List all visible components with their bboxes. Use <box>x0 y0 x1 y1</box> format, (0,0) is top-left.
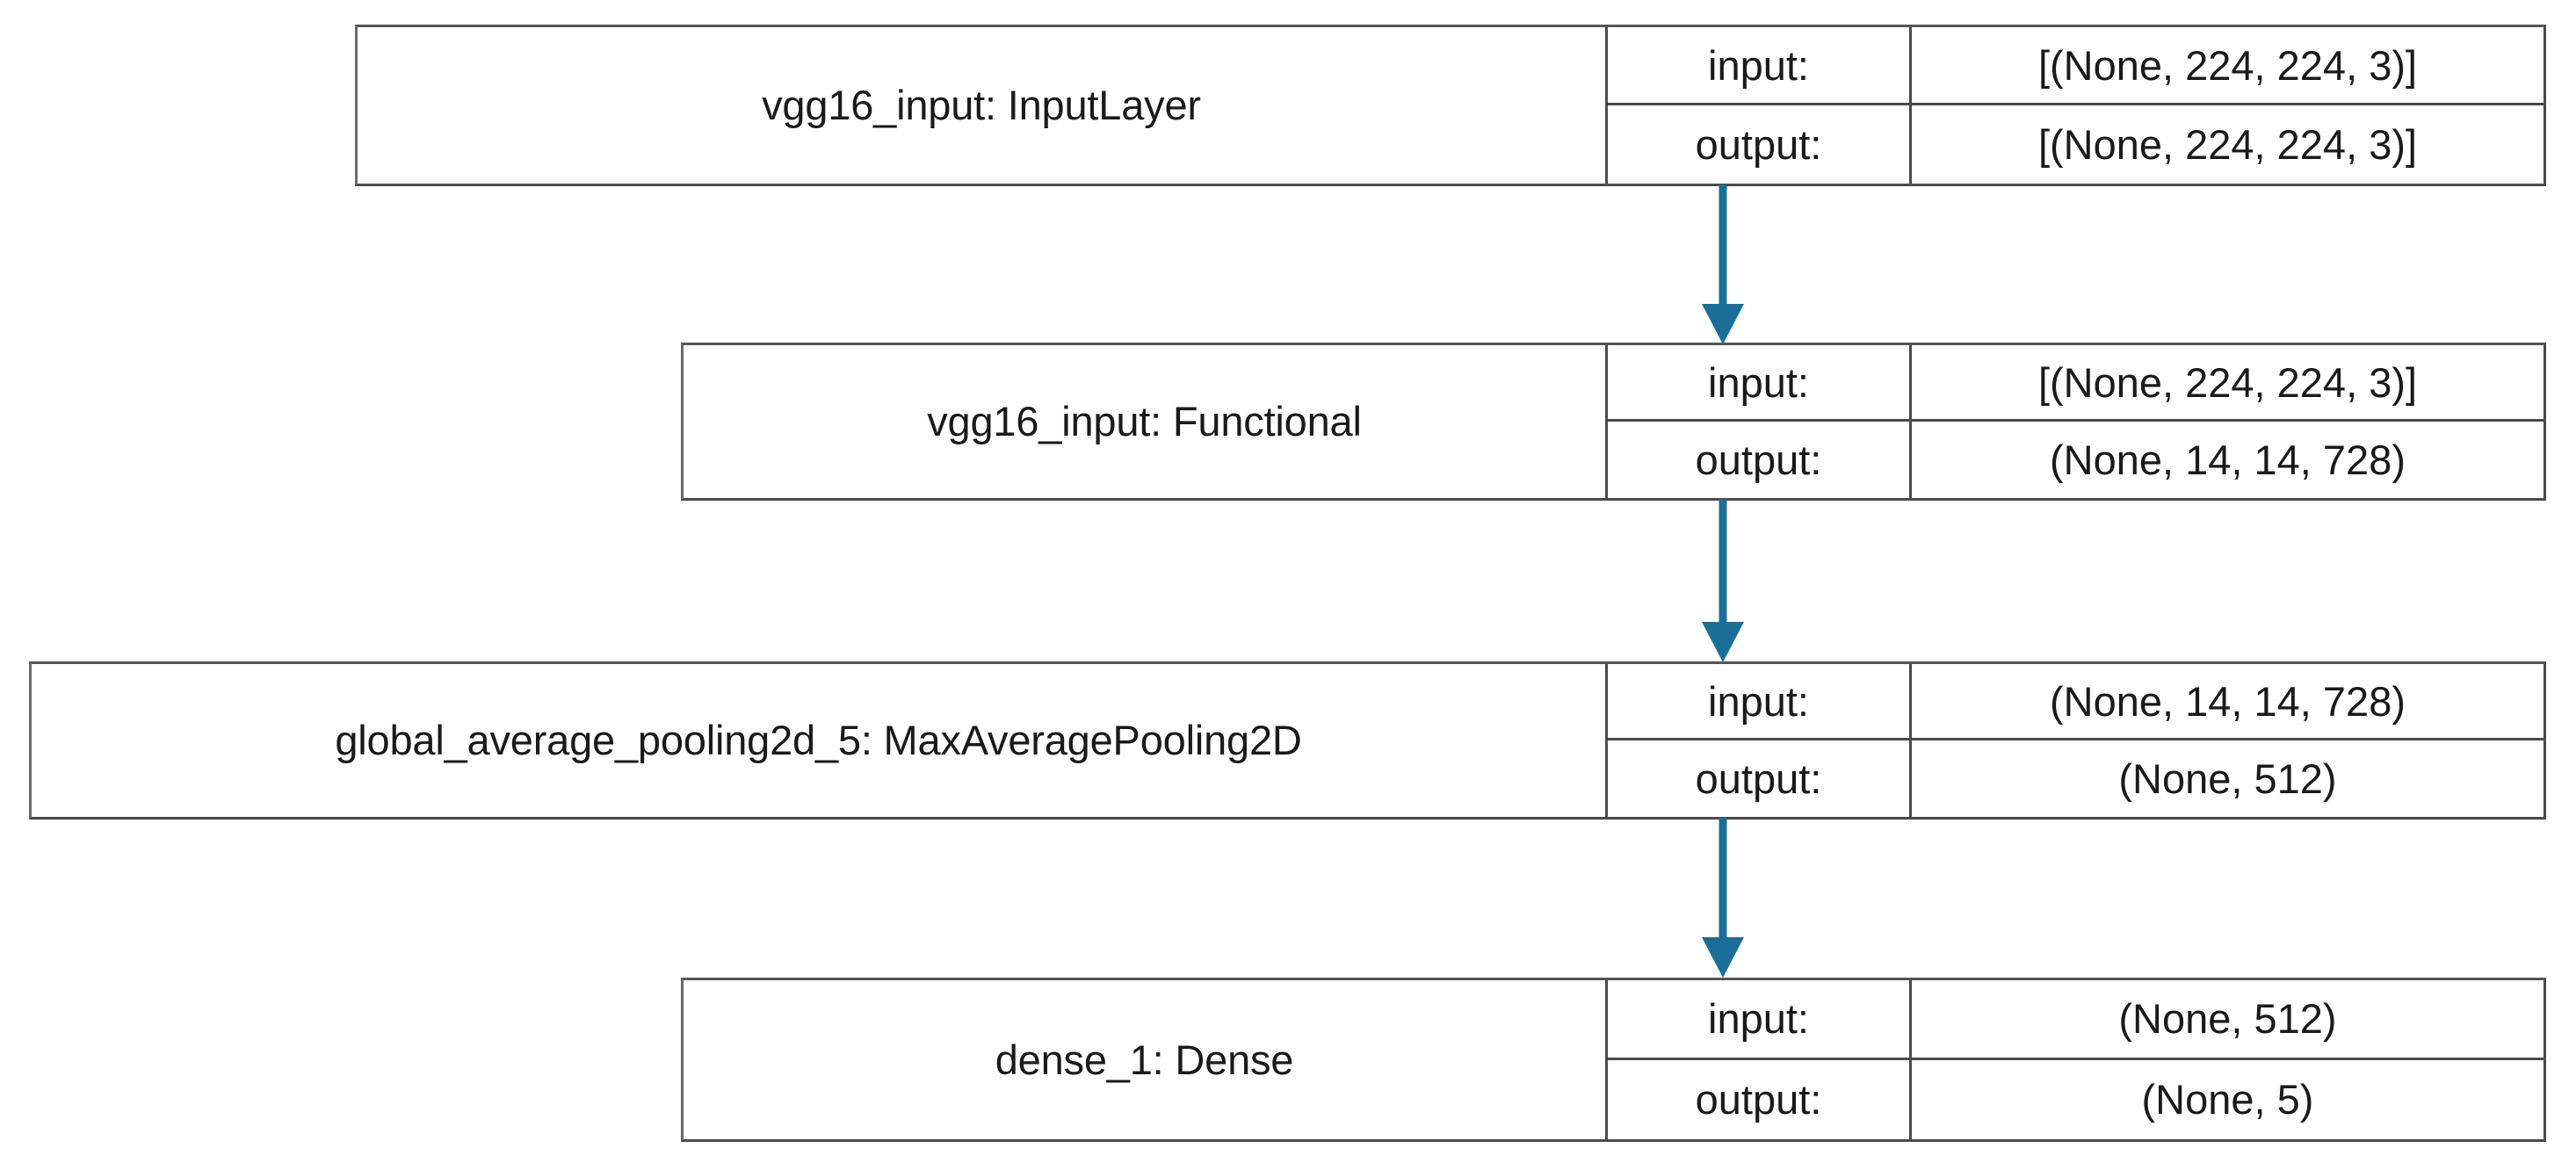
layer-node-io-table: input: (None, 14, 14, 728) output: (None… <box>1608 664 2543 817</box>
output-label: output: <box>1608 1059 1912 1139</box>
layer-node-io-table: input: [(None, 224, 224, 3)] output: [(N… <box>1608 27 2543 184</box>
layer-node-label: global_average_pooling2d_5: MaxAveragePo… <box>32 664 1608 817</box>
output-shape-value: [(None, 224, 224, 3)] <box>2037 121 2418 168</box>
input-label: input: <box>1608 27 1912 103</box>
layer-node-vgg16-input-functional[interactable]: vgg16_input: Functional input: [(None, 2… <box>681 343 2546 501</box>
edge-inputlayer-to-functional <box>1696 184 1750 346</box>
edge-globalaveragepooling-to-dense <box>1696 818 1750 979</box>
layer-node-output-row: output: [(None, 224, 224, 3)] <box>1608 105 2543 184</box>
output-label: output: <box>1608 105 1912 184</box>
layer-node-io-table: input: [(None, 224, 224, 3)] output: (No… <box>1608 345 2543 498</box>
output-label: output: <box>1608 422 1912 498</box>
layer-node-dense-1[interactable]: dense_1: Dense input: (None, 512) output… <box>681 978 2546 1142</box>
input-shape-value: [(None, 224, 224, 3)] <box>2037 358 2418 406</box>
output-shape-value: (None, 5) <box>2141 1076 2314 1123</box>
layer-node-io-table: input: (None, 512) output: (None, 5) <box>1608 980 2543 1139</box>
layer-node-input-row: input: [(None, 224, 224, 3)] <box>1608 345 2543 422</box>
output-label: output: <box>1608 740 1912 817</box>
input-shape-value: [(None, 224, 224, 3)] <box>2037 41 2418 89</box>
output-shape-value: (None, 512) <box>2118 755 2337 802</box>
layer-node-vgg16-input-inputlayer[interactable]: vgg16_input: InputLayer input: [(None, 2… <box>355 25 2546 186</box>
input-shape-value: (None, 512) <box>2118 995 2337 1043</box>
layer-node-input-row: input: (None, 512) <box>1608 980 2543 1060</box>
layer-node-input-row: input: (None, 14, 14, 728) <box>1608 664 2543 740</box>
input-label: input: <box>1608 345 1912 419</box>
layer-node-label: vgg16_input: InputLayer <box>358 27 1608 184</box>
layer-node-label: dense_1: Dense <box>684 980 1608 1139</box>
layer-node-output-row: output: (None, 5) <box>1608 1059 2543 1139</box>
layer-node-input-row: input: [(None, 224, 224, 3)] <box>1608 27 2543 105</box>
edge-functional-to-globalaveragepooling <box>1696 499 1750 664</box>
layer-node-output-row: output: (None, 14, 14, 728) <box>1608 422 2543 498</box>
layer-node-label: vgg16_input: Functional <box>684 345 1608 498</box>
input-shape-value: (None, 14, 14, 728) <box>2050 677 2406 725</box>
input-label: input: <box>1608 980 1912 1058</box>
output-shape-value: (None, 14, 14, 728) <box>2050 437 2406 483</box>
layer-node-global-average-pooling2d-5[interactable]: global_average_pooling2d_5: MaxAveragePo… <box>29 661 2546 820</box>
input-label: input: <box>1608 664 1912 738</box>
layer-node-output-row: output: (None, 512) <box>1608 740 2543 817</box>
